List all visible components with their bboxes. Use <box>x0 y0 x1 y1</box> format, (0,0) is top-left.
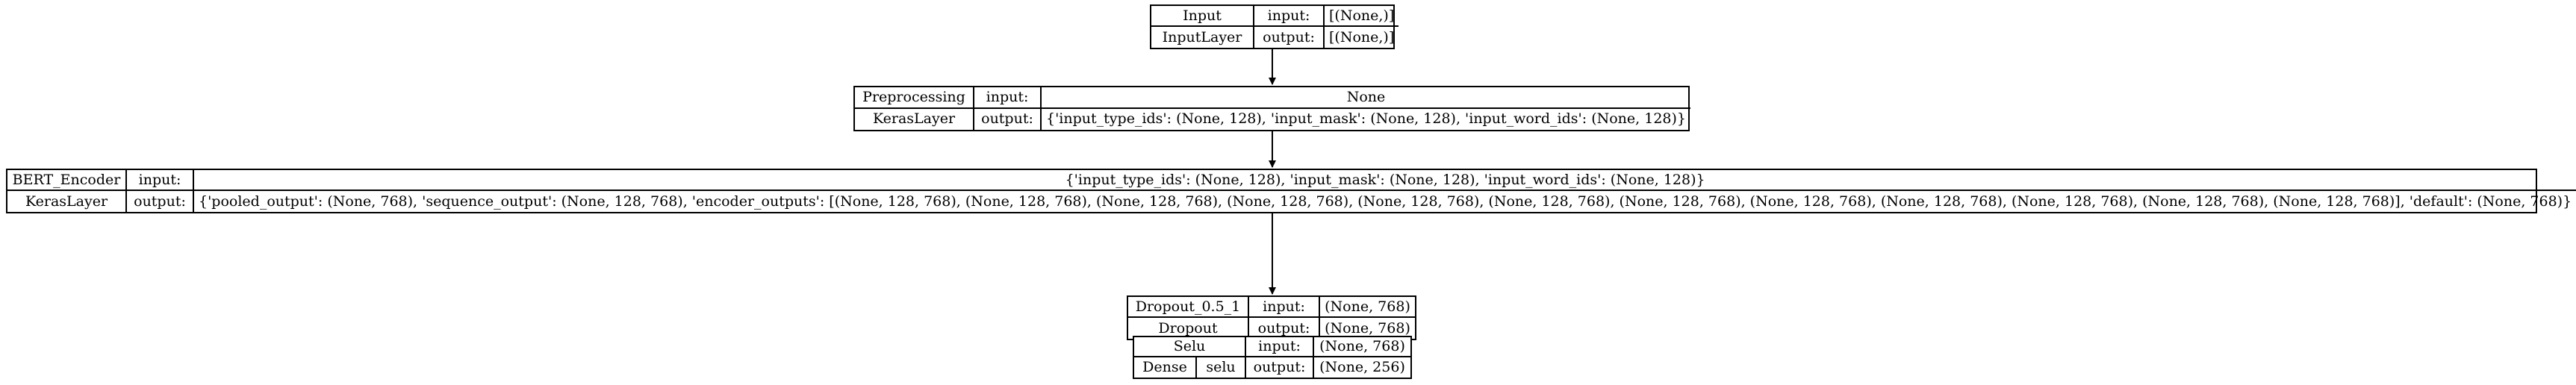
node-preprocessing-name: Preprocessing <box>855 87 974 109</box>
node-selu-input-shape: (None, 768) <box>1314 337 1410 357</box>
node-dropout-type: Dropout <box>1128 318 1249 339</box>
node-dropout-name: Dropout_0.5_1 <box>1128 297 1249 318</box>
node-bert-input-shape: {'input_type_ids': (None, 128), 'input_m… <box>194 170 2576 191</box>
node-bert-encoder: BERT_Encoder input: {'input_type_ids': (… <box>6 169 2576 213</box>
node-dropout-input-shape: (None, 768) <box>1320 297 1415 318</box>
node-preprocessing-output-label: output: <box>974 108 1042 130</box>
node-input-output-label: output: <box>1254 27 1325 48</box>
node-selu-input-label: input: <box>1246 337 1314 357</box>
node-input-layer: Input input: [(None,)] InputLayer output… <box>1150 4 1399 49</box>
node-input-type: InputLayer <box>1151 27 1254 48</box>
node-preprocessing-output-shape: {'input_type_ids': (None, 128), 'input_m… <box>1046 110 1686 128</box>
node-dropout: Dropout_0.5_1 input: (None, 768) Dropout… <box>1127 295 1416 340</box>
node-input-name: Input <box>1151 6 1254 27</box>
node-dropout-input-label: input: <box>1249 297 1320 318</box>
node-preprocessing: Preprocessing input: None KerasLayer out… <box>853 86 1690 131</box>
node-selu-dense: Selu input: (None, 768) Dense selu outpu… <box>1133 336 1412 379</box>
node-input-input-shape: [(None,)] <box>1325 6 1399 27</box>
node-bert-type: KerasLayer <box>7 191 127 212</box>
node-preprocessing-input-label: input: <box>974 87 1042 109</box>
node-preprocessing-input-shape: None <box>1042 87 1690 109</box>
node-dropout-output-label: output: <box>1249 318 1320 339</box>
node-selu-output-label: output: <box>1246 357 1314 378</box>
node-preprocessing-type: KerasLayer <box>855 108 974 130</box>
node-bert-name: BERT_Encoder <box>7 170 127 191</box>
node-input-output-shape: [(None,)] <box>1329 28 1395 46</box>
node-selu-name: Selu <box>1134 337 1246 357</box>
node-input-input-label: input: <box>1254 6 1325 27</box>
node-dropout-output-shape: (None, 768) <box>1325 319 1410 337</box>
node-bert-input-label: input: <box>127 170 194 191</box>
node-selu-type: Dense <box>1134 357 1197 378</box>
node-bert-output-label: output: <box>127 191 194 212</box>
node-selu-output-shape: (None, 256) <box>1319 359 1405 375</box>
node-selu-activation: selu <box>1197 357 1246 378</box>
node-bert-output-shape: {'pooled_output': (None, 768), 'sequence… <box>199 192 2572 210</box>
